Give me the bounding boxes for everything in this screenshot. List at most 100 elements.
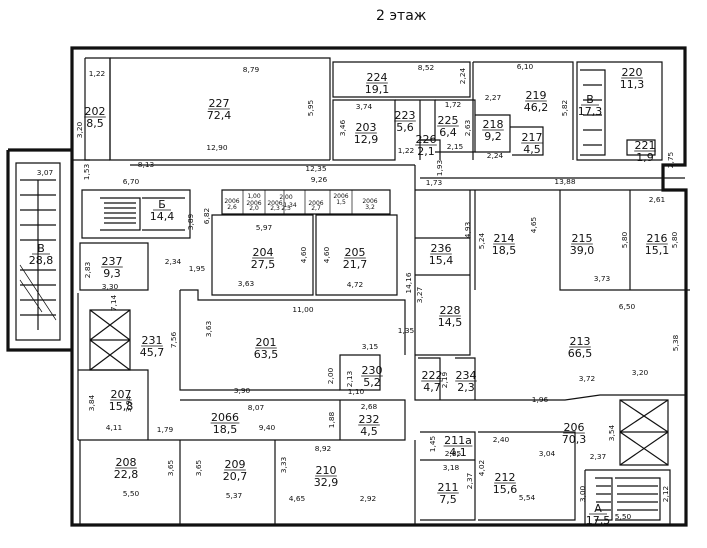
room-number: 231 <box>142 334 163 347</box>
room-number: 214 <box>494 232 515 245</box>
dimension-label: 1,96 <box>532 395 549 404</box>
dimension-label: 1,73 <box>426 178 443 187</box>
room-number: 232 <box>359 413 380 426</box>
dimension-label: 2,24 <box>458 67 467 84</box>
room-number: 223 <box>395 109 416 122</box>
dimension-label: 8,92 <box>315 444 331 453</box>
dimension-label: 5,95 <box>306 99 315 116</box>
dimension-label: 1,10 <box>348 387 365 396</box>
dimension-label: 2,24 <box>487 151 504 160</box>
room-labels: 2028,522772,422419,120312,92235,62256,42… <box>29 66 670 527</box>
small-room-label: 2006 <box>333 193 348 200</box>
room-А: А17,5 <box>586 502 611 527</box>
room-area: 5,6 <box>396 121 414 134</box>
dimension-label: 3,94 <box>124 395 133 412</box>
room-area: 20,7 <box>223 470 248 483</box>
small-room-label: 2,6 <box>227 204 237 211</box>
room-number: 2066 <box>211 411 239 424</box>
dimension-label: 14,16 <box>404 272 413 293</box>
dimension-label: 3,63 <box>204 320 213 337</box>
dimension-label: 3,84 <box>87 394 96 411</box>
room-area: 9,2 <box>484 130 502 143</box>
dimension-label: 3,73 <box>594 274 611 283</box>
dimension-label: 2,37 <box>465 472 474 489</box>
dimension-label: 1,22 <box>398 146 414 155</box>
room-number: 205 <box>345 246 366 259</box>
dimension-label: 4,65 <box>529 216 538 233</box>
room-number: 206 <box>564 421 585 434</box>
dimension-label: 1,79 <box>157 425 174 434</box>
partitions <box>72 57 690 525</box>
dimension-label: 2,00 <box>326 367 335 384</box>
small-room-label: 2,00 <box>279 194 293 201</box>
dimension-label: 5,37 <box>226 491 243 500</box>
dimension-label: 2,61 <box>649 195 666 204</box>
dimension-label: 5,54 <box>519 493 536 502</box>
dimension-label: 2,13 <box>345 370 354 387</box>
small-room-label: 1,34 <box>283 202 297 209</box>
room-area: 17,5 <box>586 514 611 527</box>
dimension-label: 3,54 <box>607 424 616 441</box>
room-number: 227 <box>209 97 230 110</box>
room-area: 63,5 <box>254 348 279 361</box>
dimension-label: 7,14 <box>109 294 118 311</box>
room-area: 45,7 <box>140 346 165 359</box>
dimension-label: 2,15 <box>447 142 464 151</box>
dimension-label: 4,72 <box>347 280 363 289</box>
dimension-label: 1,72 <box>445 100 461 109</box>
dimension-label: 2,83 <box>83 261 92 278</box>
room-number: 210 <box>316 464 337 477</box>
small-room-labels: 2,001,001,342,320062,620062,020062,32006… <box>224 193 377 212</box>
room-area: 4,5 <box>360 425 378 438</box>
dimension-label: 5,80 <box>620 231 629 248</box>
dimension-label: 5,50 <box>123 489 140 498</box>
room-number: А <box>594 502 602 515</box>
dimension-label: 3,04 <box>539 449 556 458</box>
room-area: 1,9 <box>636 151 654 164</box>
room-area: 12,9 <box>354 133 379 146</box>
small-room-label: 2,0 <box>249 205 259 212</box>
room-number: 211 <box>438 481 459 494</box>
dimension-label: 4,02 <box>477 460 486 476</box>
room-number: Б <box>158 198 166 211</box>
room-Б: Б14,4 <box>150 198 175 223</box>
room-number: 209 <box>225 458 246 471</box>
dimension-label: 2,37 <box>590 452 607 461</box>
room-number: 219 <box>526 89 547 102</box>
dimension-label: 9,26 <box>311 175 328 184</box>
dimension-label: 3,20 <box>75 121 84 138</box>
room-В: В17,3 <box>578 93 603 118</box>
dimension-label: 6,82 <box>202 208 211 224</box>
room-area: 15,1 <box>645 244 670 257</box>
dimension-label: 2,63 <box>463 119 472 136</box>
room-area: 21,7 <box>343 258 368 271</box>
small-room-label: 2,7 <box>311 205 321 212</box>
dimension-label: 3,74 <box>356 102 373 111</box>
dimension-label: 3,07 <box>37 168 54 177</box>
dimension-label: 5,82 <box>560 100 569 116</box>
dimension-label: 3,33 <box>279 456 288 473</box>
small-room-label: 2,3 <box>281 205 291 212</box>
room-area: 17,3 <box>578 105 603 118</box>
room-area: 46,2 <box>524 101 549 114</box>
room-number: 213 <box>570 335 591 348</box>
small-room-label: 2006 <box>362 198 377 205</box>
dimension-label: 2,85 <box>445 449 462 458</box>
